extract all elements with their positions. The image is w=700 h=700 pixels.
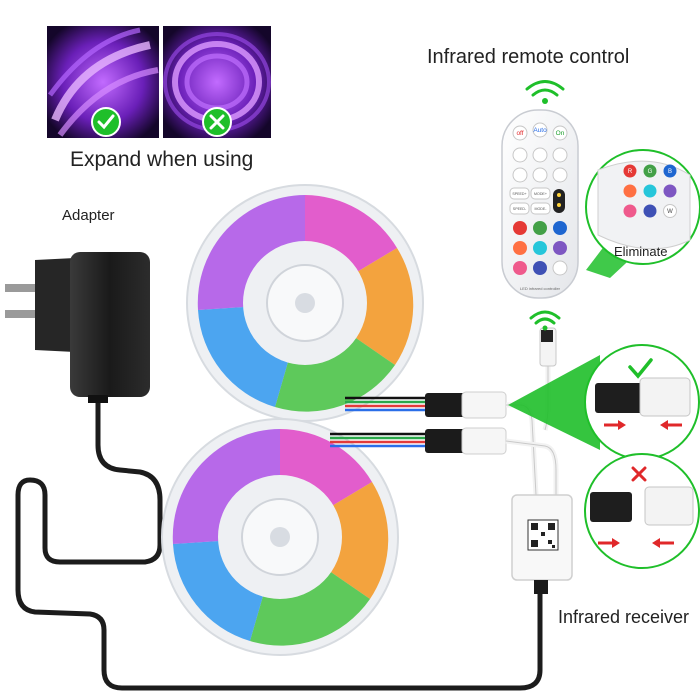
remote-button-speed-down: SPEED- xyxy=(513,207,527,211)
x-icon xyxy=(631,466,647,482)
correct-connection-callout xyxy=(584,344,700,460)
strip-connector-bottom xyxy=(425,427,507,455)
wifi-icon-remote xyxy=(525,80,565,104)
power-cable xyxy=(15,395,543,691)
power-adapter xyxy=(5,252,150,403)
push-arrows-icon xyxy=(598,538,674,548)
x-icon xyxy=(202,107,232,137)
adapter-label: Adapter xyxy=(62,207,115,224)
remote-button-off: off xyxy=(516,130,523,137)
wrong-connection-callout xyxy=(584,453,700,569)
remote-button-mode-down: MODE- xyxy=(535,207,548,211)
expanded-strip-photo xyxy=(47,26,159,138)
remote-button-mode-up: MODE+ xyxy=(534,192,547,196)
led-reel-bottom xyxy=(161,418,399,656)
controller-box xyxy=(511,494,573,594)
push-arrows-icon xyxy=(604,420,682,430)
remote-button-on: On xyxy=(556,130,565,137)
zoom-beam xyxy=(508,355,600,450)
color-button-g: G xyxy=(648,169,653,175)
led-reel-top xyxy=(186,184,424,422)
remote-control: off Auto On SPEED+ MODE+ SPEED- MODE- xyxy=(501,109,579,299)
eliminate-label: Eliminate xyxy=(614,244,668,259)
expand-when-using-label: Expand when using xyxy=(70,148,254,171)
wifi-icon-receiver xyxy=(529,310,561,331)
eliminate-callout: R G B W xyxy=(585,149,700,265)
remote-control-label: Infrared remote control xyxy=(427,46,630,68)
color-button-r: R xyxy=(628,169,633,175)
ir-receiver-head xyxy=(539,327,557,367)
remote-footer-text: LED infrared controller xyxy=(520,286,561,291)
strip-connector-top xyxy=(425,391,507,419)
color-button-b: B xyxy=(668,169,672,175)
check-icon xyxy=(91,107,121,137)
infrared-receiver-label: Infrared receiver xyxy=(558,607,690,627)
remote-button-speed-up: SPEED+ xyxy=(512,192,526,196)
remote-button-auto: Auto xyxy=(533,127,547,134)
rgb-wires xyxy=(330,396,428,448)
check-icon xyxy=(628,358,653,379)
color-button-w: W xyxy=(667,209,673,215)
coiled-strip-photo xyxy=(163,26,271,138)
